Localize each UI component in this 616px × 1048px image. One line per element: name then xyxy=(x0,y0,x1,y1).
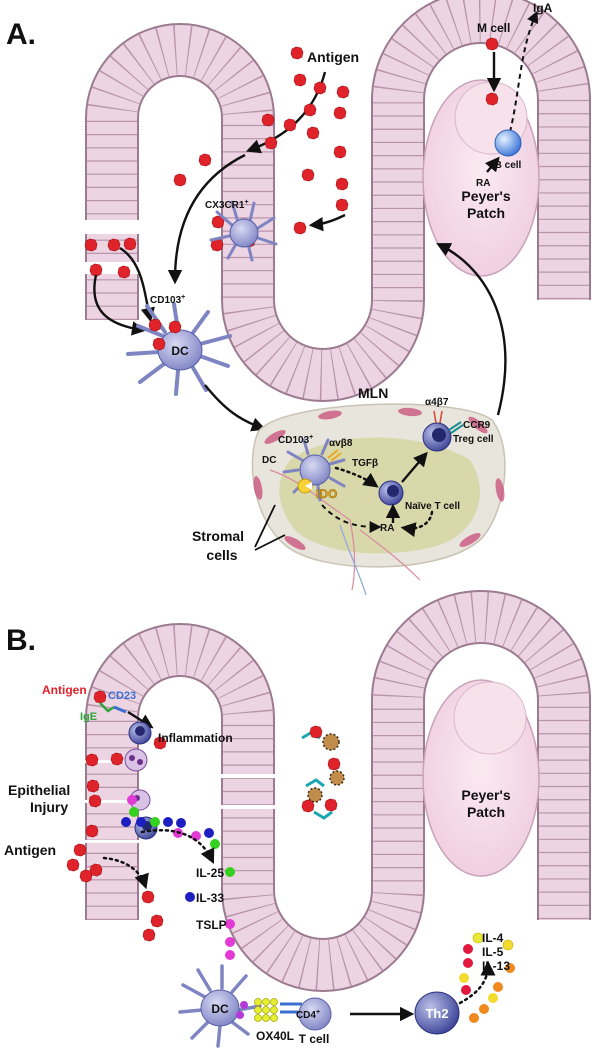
antigen-icon xyxy=(485,92,499,106)
antigen-icon xyxy=(93,690,107,704)
iga-arrow xyxy=(509,10,539,133)
ra-arrow xyxy=(485,156,500,173)
antigen-icon xyxy=(485,37,499,51)
th2-cell: Th2 xyxy=(414,991,460,1035)
panel-a-label: A. xyxy=(6,18,36,51)
inflammation-label: Inflammation xyxy=(158,731,233,745)
mln-label: MLN xyxy=(358,385,388,401)
cx3cr1-macrophage: CX3CR1+ xyxy=(205,199,278,262)
iga-label: IgA xyxy=(533,1,553,15)
lumen-cells-b xyxy=(301,725,345,820)
cd103-mln-label: CD103+ xyxy=(278,434,313,446)
ige-label: IgE xyxy=(80,711,97,723)
il13-label: IL-13 xyxy=(482,959,510,973)
treg-homing-arrow xyxy=(436,243,507,416)
peyers-patch-b: Peyer's Patch xyxy=(422,679,540,877)
mln-dendritic-cell: IDO CD103+ αvβ8 DC xyxy=(262,434,353,502)
dc-b-label: DC xyxy=(211,1002,229,1016)
cytokine-release-arrow xyxy=(140,828,215,865)
panel-b-label: B. xyxy=(6,624,36,657)
th2-cytokine-dots xyxy=(459,932,515,1023)
cytokine-dots xyxy=(121,795,235,960)
tslp-label: TSLP xyxy=(196,918,227,932)
a4b7-label: α4β7 xyxy=(425,397,449,408)
ra-label-mln: RA xyxy=(380,523,394,534)
antigen-label: Antigen xyxy=(307,49,359,65)
ox40l-label: OX40L xyxy=(256,1029,294,1043)
antigen-to-dc-arrow xyxy=(167,153,246,285)
dc-mln-label: DC xyxy=(262,455,276,466)
epithelial-injury-label-2: Injury xyxy=(30,799,68,815)
antigen-to-dc-arrow-3 xyxy=(93,274,147,336)
cd103-label: CD103+ xyxy=(150,294,185,306)
dc-to-mln-arrow xyxy=(204,384,267,432)
th2-cytokine-arrow xyxy=(458,960,496,1005)
dc-b: DC OX40L xyxy=(178,964,302,1048)
treg-label: Treg cell xyxy=(453,434,494,445)
il25-label: IL-25 xyxy=(196,866,224,880)
il4-label: IL-4 xyxy=(482,931,504,945)
naive-feedback-arrow xyxy=(400,510,434,538)
peyers-b-label-1: Peyer's xyxy=(461,787,510,803)
antigen-left-label: Antigen xyxy=(4,842,56,858)
ido-to-ra-arrow xyxy=(321,504,382,533)
epithelial-injury-label-1: Epithelial xyxy=(8,782,70,798)
peyers-label-1: Peyer's xyxy=(461,188,510,204)
il33-label: IL-33 xyxy=(196,891,224,905)
antigen-arrow-cx3cr1 xyxy=(308,213,346,232)
ido-label: IDO xyxy=(316,487,337,501)
cd4-t-cell: CD4+ T cell xyxy=(296,997,332,1046)
naive-t-cell-label: Naïve T cell xyxy=(405,501,460,512)
il5-label: IL-5 xyxy=(482,945,504,959)
inflammation-cells: Inflammation xyxy=(124,721,233,840)
stromal-pointer-lines xyxy=(254,504,286,551)
peyers-label-2: Patch xyxy=(467,205,505,221)
treg-cell: α4β7 CCR9 Treg cell xyxy=(422,397,494,452)
avb8-label: αvβ8 xyxy=(329,438,353,449)
cd23-label: CD23 xyxy=(108,690,136,702)
cd103-dendritic-cell: DC CD103+ xyxy=(126,294,232,396)
b-cell xyxy=(494,129,522,157)
m-cell-label: M cell xyxy=(477,21,510,35)
naive-to-treg-arrow xyxy=(401,451,428,483)
antigen-entry-arrow xyxy=(102,856,149,890)
ra-label-top: RA xyxy=(476,178,490,189)
panel-a: A. Peyer's Patch M cell IgA B cell RA An… xyxy=(6,0,591,596)
dc-label: DC xyxy=(171,344,189,358)
cx3cr1-label: CX3CR1+ xyxy=(205,199,249,211)
ccr9-label: CCR9 xyxy=(463,420,491,431)
cd4-label: CD4+ xyxy=(296,1009,320,1021)
t-cell-label: T cell xyxy=(299,1032,330,1046)
stromal-label-1: Stromal xyxy=(192,528,244,544)
b-cell-label: B cell xyxy=(495,160,522,171)
tgfb-label: TGFβ xyxy=(352,458,378,469)
naive-t-cell: Naïve T cell xyxy=(378,480,460,512)
panel-b: B. Peyer's Patch Antigen CD23 IgE xyxy=(4,590,591,1048)
antigen-top-label: Antigen xyxy=(42,683,87,697)
peyers-b-label-2: Patch xyxy=(467,804,505,820)
stromal-label-2: cells xyxy=(206,547,237,563)
th2-label: Th2 xyxy=(425,1006,448,1021)
